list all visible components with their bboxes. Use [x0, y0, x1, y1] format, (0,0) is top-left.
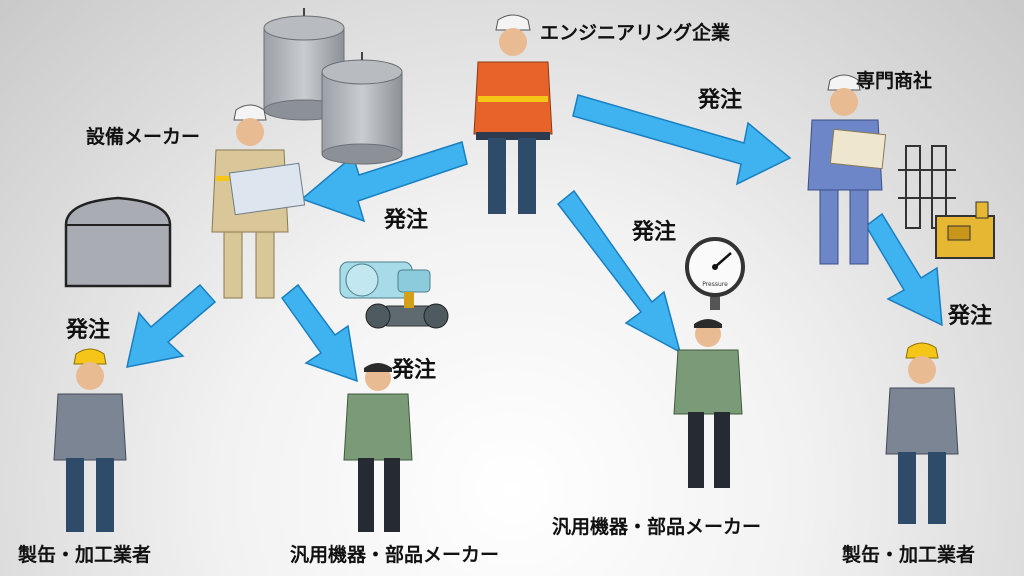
- label-fabricator-right: 製缶・加工業者: [842, 544, 976, 566]
- storage-tank-icon: [263, 8, 403, 165]
- domed-vessel-icon: [64, 196, 172, 288]
- parts-maker-left-worker-figure: [343, 363, 413, 532]
- label-parts-maker-left: 汎用機器・部品メーカー: [290, 544, 500, 566]
- order-label-equipment: 発注: [384, 208, 429, 233]
- parts-maker-center-worker-figure: [673, 319, 743, 488]
- order-label-parts-center: 発注: [632, 220, 677, 245]
- trading-company-worker-figure: [807, 74, 887, 265]
- label-parts-maker-center: 汎用機器・部品メーカー: [552, 516, 762, 538]
- pressure-gauge-icon: Pressure: [685, 237, 745, 310]
- order-arrow-engineering-to-parts-center: [556, 189, 682, 354]
- order-arrow-trading-to-fabricator-right: [865, 212, 943, 327]
- fabricator-left-worker-figure: [53, 348, 127, 532]
- gauge-text: Pressure: [702, 281, 728, 288]
- fabricator-right-worker-figure: [885, 342, 959, 524]
- label-engineering-company: エンジニアリング企業: [540, 22, 731, 44]
- order-label-fabricator-left: 発注: [66, 318, 111, 343]
- pump-valve-icon: [339, 261, 449, 329]
- order-arrow-engineering-to-trading: [572, 94, 792, 186]
- label-fabricator-left: 製缶・加工業者: [18, 544, 152, 566]
- order-label-parts-left: 発注: [392, 358, 437, 383]
- order-arrow-engineering-to-equipment: [300, 141, 468, 223]
- label-trading-company: 専門商社: [856, 70, 933, 92]
- order-label-trading: 発注: [698, 88, 743, 113]
- order-label-fabricator-right: 発注: [948, 304, 993, 329]
- equipment-maker-worker-figure: [211, 104, 306, 299]
- order-arrow-equipment-to-parts-left: [280, 283, 358, 383]
- engineering-worker-figure: [473, 14, 553, 214]
- order-arrow-equipment-to-fabricator-left: [126, 283, 217, 368]
- plant-equipment-icon: [898, 145, 995, 259]
- label-equipment-maker: 設備メーカー: [86, 126, 201, 148]
